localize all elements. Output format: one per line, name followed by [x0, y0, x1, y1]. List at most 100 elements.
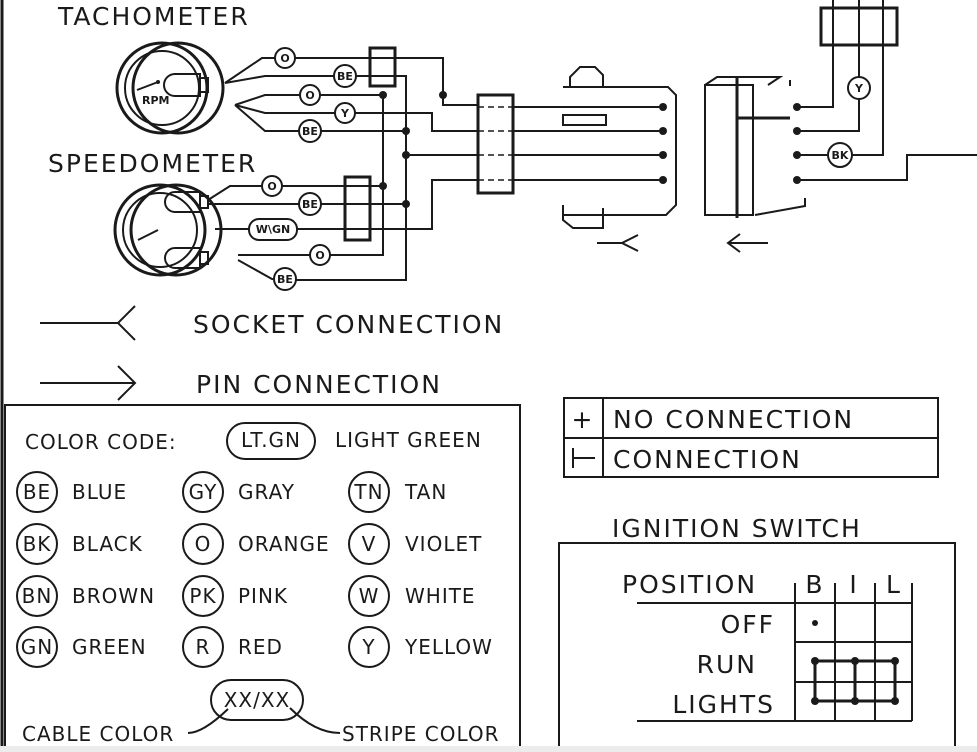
color-code-item: V VIOLET — [348, 523, 482, 565]
socket-connection-label: SOCKET CONNECTION — [193, 310, 504, 339]
svg-text:TN: TN — [353, 480, 383, 504]
svg-text:BK: BK — [832, 149, 849, 162]
position-run: RUN — [697, 650, 757, 679]
svg-text:O: O — [280, 52, 289, 65]
color-code-item: TN TAN — [348, 471, 447, 513]
tachometer-title: TACHOMETER — [57, 2, 250, 31]
svg-text:Y: Y — [854, 82, 864, 95]
speedometer-title: SPEEDOMETER — [48, 149, 257, 178]
svg-text:PINK: PINK — [238, 584, 288, 608]
cable-stripe-example: XX/XX — [224, 688, 291, 712]
svg-text:BE: BE — [23, 480, 51, 504]
color-code-item: GY GRAY — [182, 471, 295, 513]
color-code-item: O ORANGE — [182, 523, 330, 565]
ignition-switch-table: POSITION B I L OFF RUN LIGHTS — [558, 542, 956, 752]
socket-connector-icon — [562, 66, 677, 229]
svg-text:BE: BE — [337, 70, 353, 83]
no-connection-label: NO CONNECTION — [613, 405, 854, 434]
svg-text:BE: BE — [277, 273, 293, 286]
socket-symbol-icon — [40, 305, 136, 341]
svg-text:V: V — [362, 532, 377, 556]
svg-text:O: O — [305, 89, 314, 102]
position-header: POSITION — [622, 570, 757, 599]
color-code-item: W WHITE — [348, 575, 476, 617]
wire-label: BE — [333, 64, 357, 88]
svg-text:BE: BE — [302, 198, 318, 211]
svg-text:BROWN: BROWN — [72, 584, 155, 608]
stripe-color-label: STRIPE COLOR — [342, 722, 500, 746]
svg-text:TAN: TAN — [404, 480, 447, 504]
wire-label: Y — [847, 76, 871, 100]
color-code-item: GN GREEN — [16, 626, 147, 668]
svg-text:O: O — [195, 532, 212, 556]
connection-dot — [812, 620, 818, 626]
svg-text:PK: PK — [189, 584, 216, 608]
svg-text:RED: RED — [238, 635, 283, 659]
svg-text:R: R — [196, 635, 211, 659]
speedometer-gauge-icon — [113, 183, 223, 277]
wire-label: O — [274, 47, 296, 69]
wire-label: BE — [273, 267, 297, 291]
color-code-item: BN BROWN — [16, 575, 155, 617]
pin-direction-arrow-icon — [726, 233, 768, 253]
wire-label: O — [261, 175, 283, 197]
color-code-item: Y YELLOW — [348, 626, 493, 668]
wire-label: BE — [298, 192, 322, 216]
tachometer-face-label: RPM — [142, 94, 169, 107]
column-header-l: L — [886, 570, 902, 599]
svg-text:YELLOW: YELLOW — [404, 635, 493, 659]
connection-label: CONNECTION — [613, 445, 802, 474]
wire-label: O — [309, 244, 331, 266]
splice-block-speedo — [343, 175, 372, 242]
no-connection-symbol: + — [572, 405, 595, 434]
color-code-item: BK BLACK — [16, 523, 143, 565]
svg-text:BK: BK — [23, 532, 52, 556]
svg-text:GN: GN — [21, 635, 53, 659]
column-header-b: B — [805, 570, 824, 599]
svg-text:O: O — [315, 249, 324, 262]
wire-label: BE — [298, 119, 322, 143]
position-off: OFF — [721, 610, 775, 639]
connection-dot — [891, 697, 899, 705]
connection-dot — [851, 697, 859, 705]
svg-text:Y: Y — [361, 635, 375, 659]
color-name-light-green: LIGHT GREEN — [335, 428, 482, 452]
connection-dot — [811, 697, 819, 705]
svg-text:ORANGE: ORANGE — [238, 532, 330, 556]
splice-block-tach — [368, 46, 397, 88]
connection-dot — [891, 657, 899, 665]
svg-text:BE: BE — [302, 125, 318, 138]
svg-text:GY: GY — [189, 480, 218, 504]
position-lights: LIGHTS — [672, 690, 775, 719]
svg-text:BN: BN — [22, 584, 53, 608]
svg-text:W\GN: W\GN — [256, 223, 290, 236]
connection-dot — [811, 657, 819, 665]
cable-color-label: CABLE COLOR — [22, 722, 174, 746]
connection-symbol-icon — [572, 448, 595, 468]
svg-text:W: W — [359, 584, 380, 608]
svg-text:BLACK: BLACK — [72, 532, 143, 556]
pin-connector-icon — [704, 76, 806, 218]
connection-dot — [851, 657, 859, 665]
svg-text:GRAY: GRAY — [238, 480, 295, 504]
svg-text:GREEN: GREEN — [72, 635, 147, 659]
pin-symbol-icon — [40, 365, 137, 401]
tachometer-gauge-icon: RPM — [115, 41, 225, 135]
connection-legend-table: + NO CONNECTION CONNECTION — [563, 397, 939, 478]
svg-text:WHITE: WHITE — [405, 584, 476, 608]
pin-connection-label: PIN CONNECTION — [196, 370, 442, 399]
bottom-edge — [0, 746, 977, 752]
splice-block-main — [476, 93, 515, 195]
svg-text:O: O — [267, 180, 276, 193]
column-header-i: I — [849, 570, 858, 599]
color-code-item: PK PINK — [182, 575, 288, 617]
socket-direction-icon — [597, 234, 639, 252]
svg-text:VIOLET: VIOLET — [405, 532, 482, 556]
svg-text:Y: Y — [340, 107, 350, 120]
color-code-light-green: LT.GN — [241, 428, 301, 452]
wire-label: W\GN — [248, 218, 298, 241]
wire-label: Y — [334, 102, 356, 124]
